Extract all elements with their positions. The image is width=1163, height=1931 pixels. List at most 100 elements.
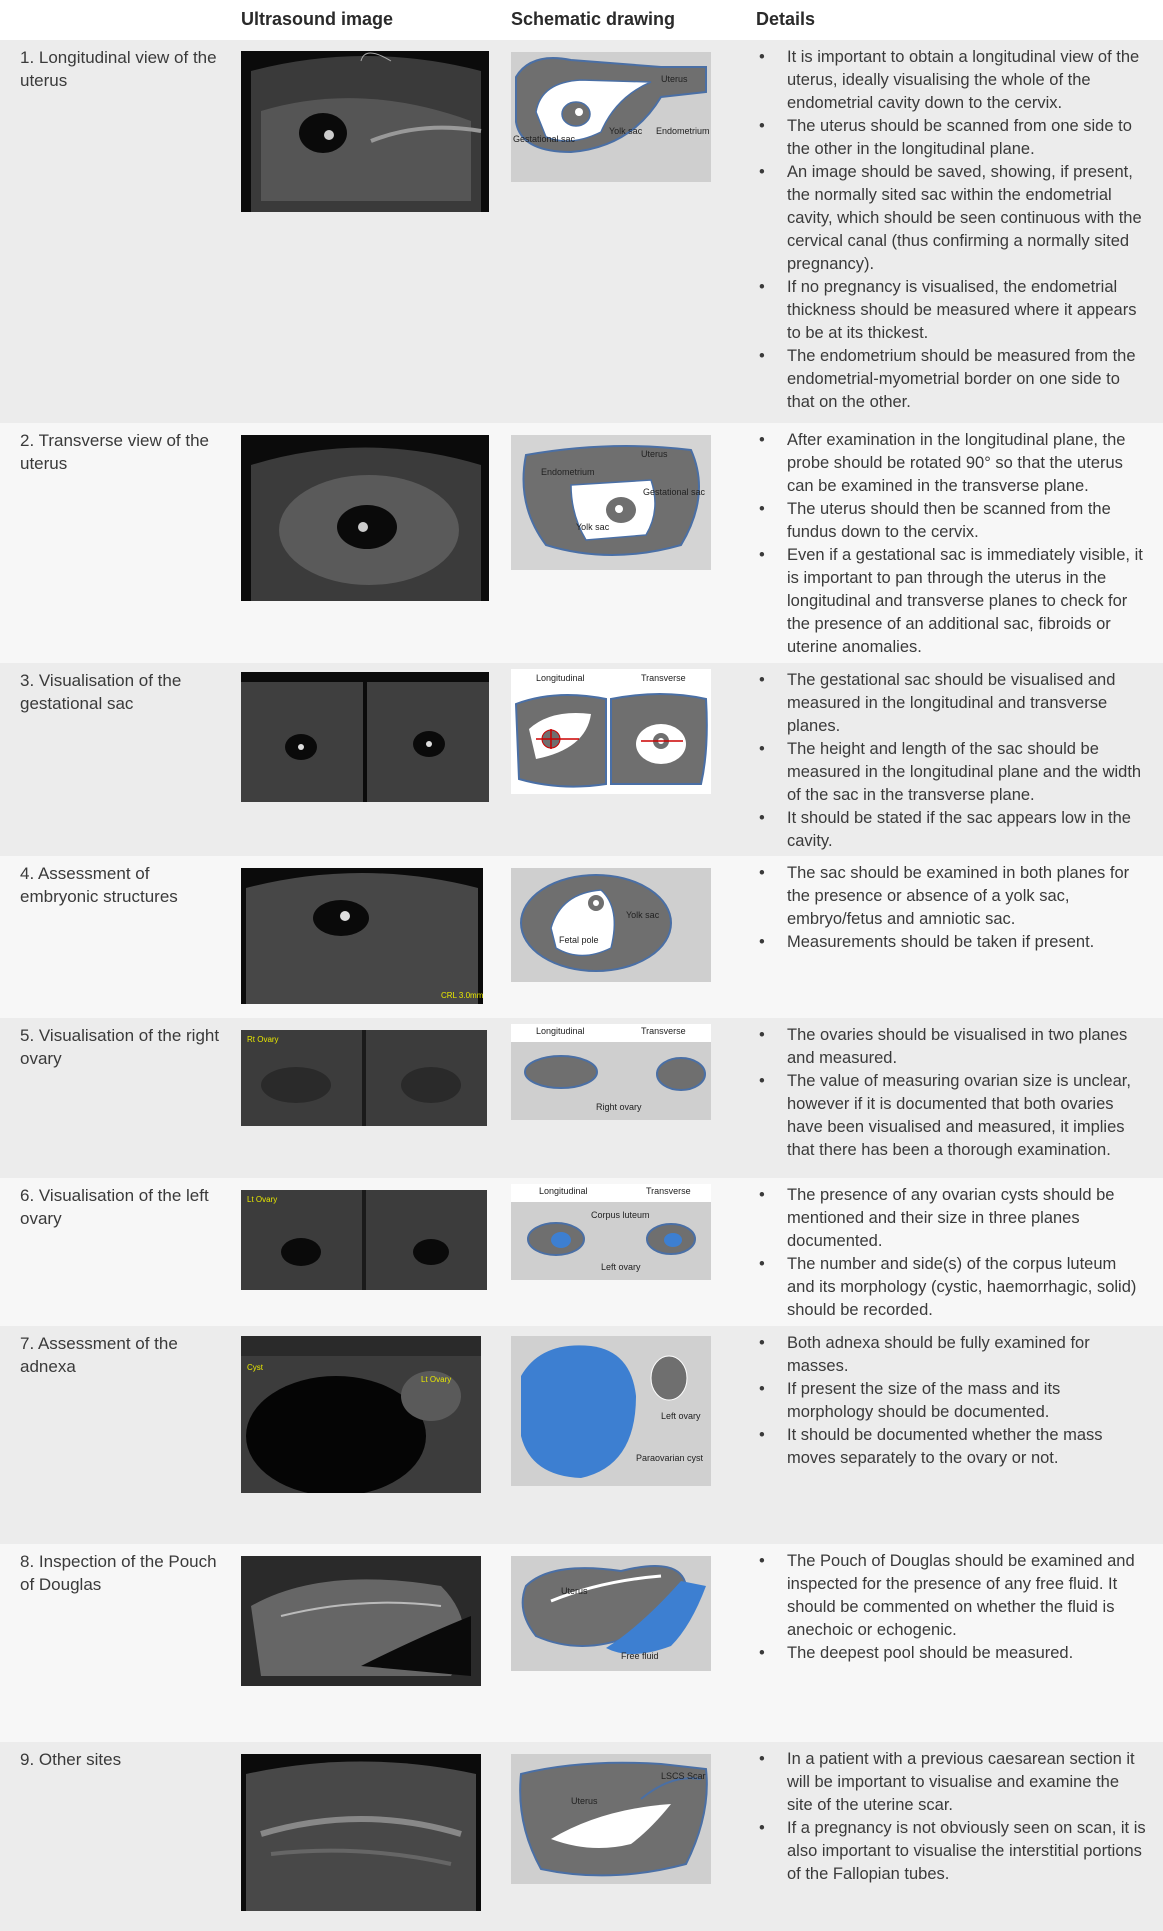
- label-right-ovary: Right ovary: [596, 1102, 642, 1112]
- detail-item: If present the size of the mass and its …: [753, 1378, 1148, 1424]
- detail-item: The uterus should then be scanned from t…: [753, 498, 1148, 544]
- header-details: Details: [756, 9, 816, 29]
- label-endometrium: Endometrium: [541, 467, 595, 477]
- detail-item: After examination in the longitudinal pl…: [753, 429, 1148, 498]
- detail-item: The number and side(s) of the corpus lut…: [753, 1253, 1148, 1322]
- row-title: 8. Inspection of the Pouch of Douglas: [20, 1552, 217, 1594]
- detail-item: If no pregnancy is visualised, the endom…: [753, 276, 1148, 345]
- table-row-gestational-sac: 3. Visualisation of the gestational sac …: [0, 663, 1163, 856]
- us-label-lt-ovary: Lt Ovary: [247, 1195, 277, 1204]
- row-title: 2. Transverse view of the uterus: [20, 431, 209, 473]
- detail-item: Measurements should be taken if present.: [753, 931, 1148, 954]
- label-yolk-sac: Yolk sac: [626, 910, 660, 920]
- table-row-right-ovary: 5. Visualisation of the right ovary Rt O…: [0, 1018, 1163, 1178]
- label-transverse: Transverse: [641, 1026, 686, 1036]
- label-left-ovary: Left ovary: [601, 1262, 641, 1272]
- label-yolk-sac: Yolk sac: [609, 126, 643, 136]
- label-transverse: Transverse: [641, 673, 686, 683]
- table-row-other-sites: 9. Other sites LSCS Scar Uterus In a pat…: [0, 1742, 1163, 1931]
- label-uterus: Uterus: [661, 74, 688, 84]
- row-title: 7. Assessment of the adnexa: [20, 1334, 178, 1376]
- us-label-lt-ovary: Lt Ovary: [421, 1375, 451, 1384]
- label-paraovarian-cyst: Paraovarian cyst: [636, 1453, 704, 1463]
- schematic-drawing: Uterus Free fluid: [511, 1556, 711, 1671]
- schematic-drawing: Longitudinal Transverse: [511, 669, 711, 794]
- table-row-adnexa: 7. Assessment of the adnexa Cyst Lt Ovar…: [0, 1326, 1163, 1544]
- table-row-pouch-of-douglas: 8. Inspection of the Pouch of Douglas Ut…: [0, 1544, 1163, 1742]
- detail-item: The uterus should be scanned from one si…: [753, 115, 1148, 161]
- details-list: Both adnexa should be fully examined for…: [753, 1332, 1148, 1470]
- ultrasound-image: CRL 3.0mm: [241, 868, 483, 1004]
- label-left-ovary: Left ovary: [661, 1411, 701, 1421]
- label-transverse: Transverse: [646, 1186, 691, 1196]
- schematic-drawing: Uterus Endometrium Gestational sac Yolk …: [511, 435, 711, 570]
- detail-item: If a pregnancy is not obviously seen on …: [753, 1817, 1148, 1886]
- detail-item: Even if a gestational sac is immediately…: [753, 544, 1148, 659]
- row-title: 9. Other sites: [20, 1750, 122, 1769]
- us-label-rt-ovary: Rt Ovary: [247, 1035, 279, 1044]
- ultrasound-image: [241, 672, 489, 802]
- label-longitudinal: Longitudinal: [536, 1026, 585, 1036]
- schematic-drawing: Yolk sac Fetal pole: [511, 868, 711, 982]
- label-yolk-sac: Yolk sac: [576, 522, 610, 532]
- label-gestational-sac: Gestational sac: [643, 487, 706, 497]
- header-ultrasound: Ultrasound image: [241, 9, 394, 29]
- detail-item: The gestational sac should be visualised…: [753, 669, 1148, 738]
- row-title: 1. Longitudinal view of the uterus: [20, 48, 217, 90]
- details-list: After examination in the longitudinal pl…: [753, 429, 1148, 659]
- row-title: 4. Assessment of embryonic structures: [20, 864, 178, 906]
- label-free-fluid: Free fluid: [621, 1651, 659, 1661]
- details-list: The gestational sac should be visualised…: [753, 669, 1148, 853]
- schematic-drawing: LSCS Scar Uterus: [511, 1754, 711, 1884]
- detail-item: The height and length of the sac should …: [753, 738, 1148, 807]
- label-lscs-scar: LSCS Scar: [661, 1771, 706, 1781]
- row-title: 3. Visualisation of the gestational sac: [20, 671, 182, 713]
- label-endometrium: Endometrium: [656, 126, 710, 136]
- schematic-drawing: Uterus Gestational sac Yolk sac Endometr…: [511, 52, 711, 182]
- table-row-embryonic-structures: 4. Assessment of embryonic structures CR…: [0, 856, 1163, 1018]
- ultrasound-image: [241, 1556, 481, 1686]
- ultrasound-image: Lt Ovary: [241, 1190, 487, 1290]
- detail-item: Both adnexa should be fully examined for…: [753, 1332, 1148, 1378]
- detail-item: The sac should be examined in both plane…: [753, 862, 1148, 931]
- label-longitudinal: Longitudinal: [539, 1186, 588, 1196]
- label-fetal-pole: Fetal pole: [559, 935, 599, 945]
- detail-item: The deepest pool should be measured.: [753, 1642, 1148, 1665]
- row-title: 5. Visualisation of the right ovary: [20, 1026, 220, 1068]
- ultrasound-image: [241, 51, 489, 212]
- ultrasound-image: [241, 1754, 481, 1911]
- ultrasound-image: Cyst Lt Ovary: [241, 1336, 481, 1493]
- label-gestational-sac: Gestational sac: [513, 134, 576, 144]
- table-header: Ultrasound image Schematic drawing Detai…: [0, 0, 1163, 40]
- detail-item: The presence of any ovarian cysts should…: [753, 1184, 1148, 1253]
- detail-item: The value of measuring ovarian size is u…: [753, 1070, 1148, 1162]
- details-list: It is important to obtain a longitudinal…: [753, 46, 1148, 414]
- table-row-transverse-uterus: 2. Transverse view of the uterus Uterus …: [0, 423, 1163, 663]
- header-schematic: Schematic drawing: [511, 9, 676, 29]
- us-label-crl: CRL 3.0mm: [441, 991, 483, 1000]
- detail-item: The ovaries should be visualised in two …: [753, 1024, 1148, 1070]
- details-list: The presence of any ovarian cysts should…: [753, 1184, 1148, 1322]
- label-corpus-luteum: Corpus luteum: [591, 1210, 650, 1220]
- detail-item: An image should be saved, showing, if pr…: [753, 161, 1148, 276]
- label-longitudinal: Longitudinal: [536, 673, 585, 683]
- details-list: The sac should be examined in both plane…: [753, 862, 1148, 954]
- details-list: In a patient with a previous caesarean s…: [753, 1748, 1148, 1886]
- us-label-cyst: Cyst: [247, 1363, 264, 1372]
- detail-item: The Pouch of Douglas should be examined …: [753, 1550, 1148, 1642]
- label-uterus: Uterus: [641, 449, 668, 459]
- ultrasound-image: Rt Ovary: [241, 1030, 487, 1126]
- schematic-drawing: Left ovary Paraovarian cyst: [511, 1336, 711, 1486]
- details-list: The Pouch of Douglas should be examined …: [753, 1550, 1148, 1665]
- schematic-drawing: Longitudinal Transverse Corpus luteum Le…: [511, 1184, 711, 1280]
- schematic-drawing: Longitudinal Transverse Right ovary: [511, 1024, 711, 1120]
- detail-item: In a patient with a previous caesarean s…: [753, 1748, 1148, 1817]
- table-row-left-ovary: 6. Visualisation of the left ovary Lt Ov…: [0, 1178, 1163, 1326]
- ultrasound-image: [241, 435, 489, 601]
- table-row-longitudinal-uterus: 1. Longitudinal view of the uterus Uteru…: [0, 40, 1163, 423]
- detail-item: It is important to obtain a longitudinal…: [753, 46, 1148, 115]
- detail-item: The endometrium should be measured from …: [753, 345, 1148, 414]
- label-uterus: Uterus: [561, 1586, 588, 1596]
- detail-item: It should be documented whether the mass…: [753, 1424, 1148, 1470]
- row-title: 6. Visualisation of the left ovary: [20, 1186, 209, 1228]
